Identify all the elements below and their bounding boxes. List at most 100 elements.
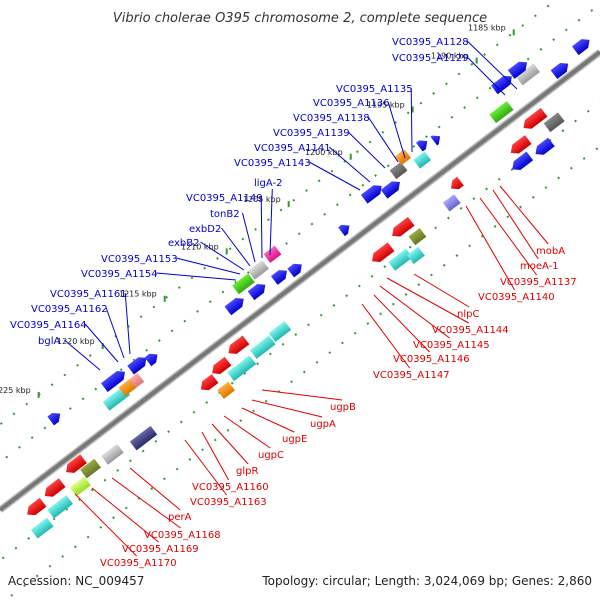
forward-gene-label: VC0395_A1141 — [254, 143, 331, 154]
leader-line — [91, 487, 159, 543]
leader-line — [124, 292, 131, 355]
gene-arrow — [360, 185, 382, 204]
leader-line — [223, 415, 271, 449]
gene-arrow — [413, 151, 432, 169]
leader-line — [211, 423, 249, 465]
leader-line — [156, 272, 237, 281]
gene-labels: VC0395_A1128VC0395_A1129VC0395_A1135VC03… — [10, 37, 577, 569]
reverse-gene-label: perA — [168, 512, 192, 523]
leader-line — [84, 323, 119, 363]
gene-arrow — [101, 443, 124, 465]
gene-arrow — [380, 181, 400, 199]
gene-arrow — [535, 137, 555, 155]
leader-line — [373, 294, 430, 353]
reverse-gene-label: glpR — [236, 466, 258, 477]
gene-arrow — [232, 273, 255, 295]
gene-arrow — [80, 458, 102, 479]
gene-arrow — [30, 517, 54, 539]
reverse-gene-label: VC0395_A1160 — [192, 482, 269, 493]
gene-arrow — [392, 216, 415, 237]
leader-line — [492, 189, 539, 260]
leader-line — [260, 196, 263, 259]
leader-line — [221, 227, 251, 267]
reverse-gene-label: moeA-1 — [520, 261, 559, 272]
reverse-gene-label: VC0395_A1140 — [478, 292, 555, 303]
gene-arrow — [430, 135, 441, 146]
tick-label: 1210 kbp — [181, 242, 219, 251]
gene-arrow — [338, 224, 350, 237]
backbone — [0, 49, 600, 513]
leader-line — [261, 389, 343, 401]
leader-line — [242, 212, 256, 263]
gene-arrow — [507, 61, 528, 79]
forward-gene-label: VC0395_A1129 — [392, 53, 469, 64]
gene-arrow — [200, 374, 219, 391]
leader-line — [379, 285, 450, 339]
leader-line — [251, 399, 323, 418]
tick-label: 1190 kbp — [431, 52, 469, 61]
gene-arrow — [27, 497, 47, 516]
gene-arrow — [372, 242, 395, 262]
forward-gene-label: VC0395_A1128 — [392, 37, 469, 48]
gene-arrow — [268, 321, 292, 342]
gene-arrow — [212, 356, 232, 374]
gene-arrow — [571, 39, 590, 56]
forward-gene-label: bglA — [38, 336, 60, 347]
gene-arrow — [394, 149, 412, 166]
leader-line — [201, 431, 230, 481]
gene-arrow — [227, 355, 257, 382]
gene-arrow — [450, 176, 464, 190]
forward-gene-label: tonB2 — [210, 209, 240, 220]
leader-line — [105, 307, 125, 359]
leader-line — [386, 277, 469, 324]
leader-line — [387, 101, 406, 159]
reverse-gene-label: ugpE — [282, 434, 307, 445]
forward-gene-label: VC0395_A1138 — [293, 113, 370, 124]
gene-arrow — [543, 112, 565, 133]
gene-arrow — [101, 371, 126, 392]
gene-arrow — [228, 335, 250, 354]
leader-line — [413, 273, 470, 308]
gene-arrow — [47, 412, 61, 426]
guide-line — [0, 0, 558, 426]
leader-line — [129, 467, 181, 511]
gene-arrow — [69, 476, 91, 497]
gene-arrow — [523, 107, 548, 129]
forward-gene-label: VC0395_A1149 — [186, 193, 263, 204]
gene-arrow — [550, 62, 569, 79]
gene-arrow — [515, 63, 541, 86]
leader-line — [361, 303, 411, 369]
gene-arrow — [217, 381, 235, 399]
tick-label: 1200 kbp — [305, 148, 343, 157]
gene-arrow — [263, 245, 282, 263]
reverse-gene-label: nlpC — [457, 309, 479, 320]
leader-line — [410, 87, 413, 153]
gene-arrow — [407, 246, 425, 265]
gene-arrow — [144, 353, 158, 367]
gene-arrow — [44, 478, 66, 497]
forward-gene-label: VC0395_A1136 — [313, 98, 390, 109]
reverse-gene-label: VC0395_A1137 — [500, 277, 577, 288]
reverse-gene-label: VC0395_A1145 — [413, 340, 490, 351]
label-leader-lines — [64, 40, 549, 557]
accession-label: Accession: NC_009457 — [8, 574, 144, 588]
reverse-gene-label: VC0395_A1170 — [100, 558, 177, 569]
tick-label: 1185 kbp — [468, 23, 506, 32]
leader-line — [479, 197, 538, 276]
gene-arrow — [510, 135, 532, 154]
leader-line — [466, 56, 506, 96]
gene-arrow — [388, 248, 413, 271]
genome-summary: Topology: circular; Length: 3,024,069 bp… — [261, 574, 592, 588]
reverse-gene-label: VC0395_A1144 — [432, 325, 509, 336]
forward-gene-label: VC0395_A1161 — [50, 289, 127, 300]
tick-label: 1205 kbp — [243, 195, 281, 204]
leader-line — [176, 257, 241, 275]
reverse-gene-label: VC0395_A1163 — [190, 497, 267, 508]
forward-gene-label: VC0395_A1135 — [336, 84, 413, 95]
tick-label: 1215 kbp — [119, 290, 157, 299]
forward-gene-label: ligA-2 — [254, 178, 283, 189]
leader-line — [74, 493, 137, 557]
reverse-gene-label: VC0395_A1147 — [373, 370, 450, 381]
